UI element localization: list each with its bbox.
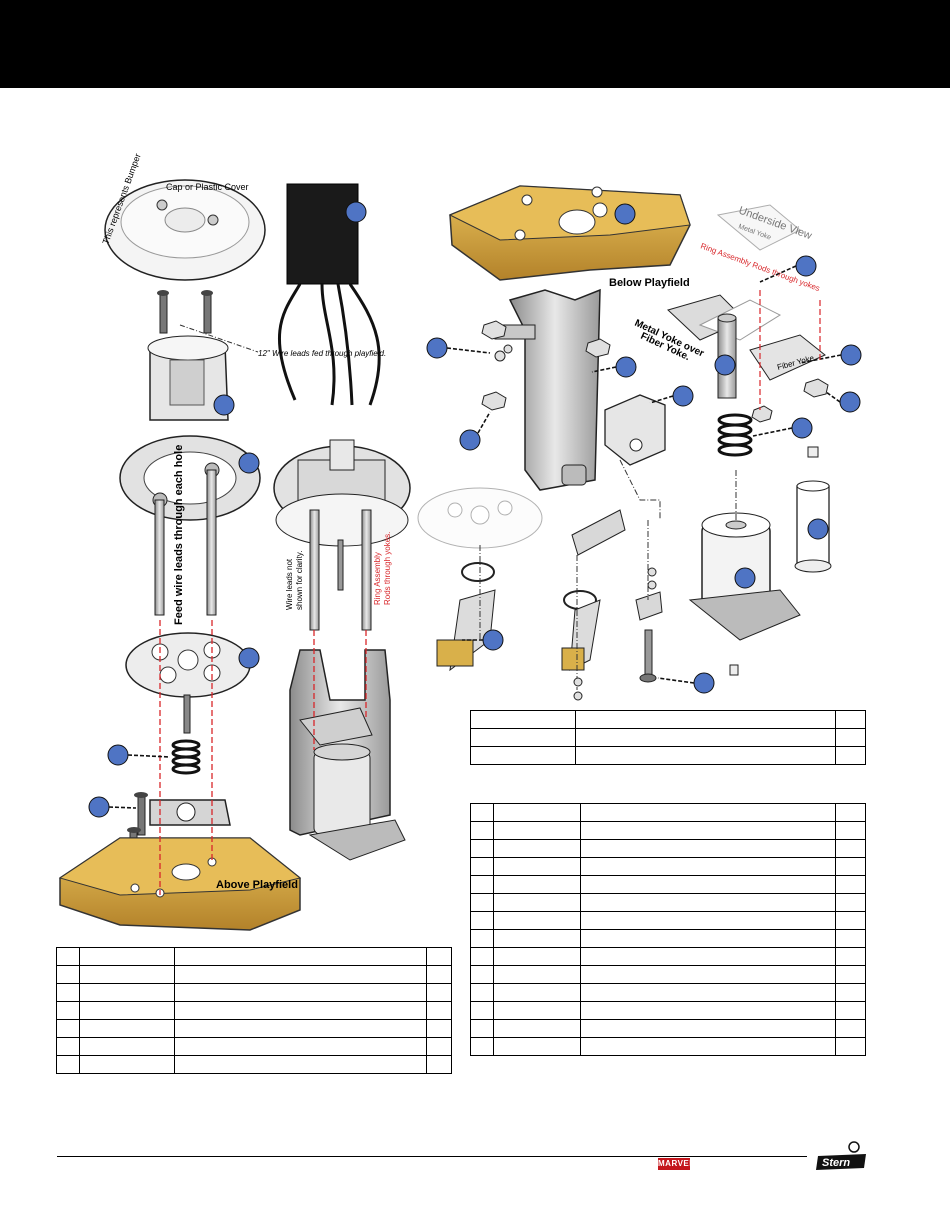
cap-note: Cap or Plastic Cover — [166, 182, 249, 192]
above-playfield-label: Above Playfield — [216, 879, 298, 891]
coil-bracket-illustration — [494, 288, 601, 491]
stern-logo-text: Stern — [822, 1157, 850, 1169]
parts-table-left — [56, 947, 452, 1074]
alignment-guides-left — [159, 620, 213, 895]
callout-bubble — [345, 201, 367, 223]
table-row — [470, 1037, 866, 1056]
callout-bubble — [807, 518, 829, 540]
callout-bubble — [238, 647, 260, 669]
footer-rule — [57, 1156, 807, 1157]
table-row — [470, 965, 866, 984]
ghost-disc-illustration — [417, 487, 543, 549]
coil-illustration — [688, 512, 801, 676]
table-row — [470, 728, 866, 747]
callout-bubble — [672, 385, 694, 407]
ring-rods-line2: Rods through yokes. — [383, 532, 392, 605]
callout-arrows-right — [446, 265, 842, 684]
parts-table-right-bottom — [470, 803, 866, 1056]
wire-leads-note: 12" Wire leads fed through playfield. — [258, 349, 386, 358]
link-pin-illustration — [635, 591, 663, 683]
bumper-ring-illustration — [119, 435, 261, 616]
callout-arrows-left — [108, 754, 171, 809]
playfield-below-illustration — [448, 185, 691, 281]
table-row — [470, 929, 866, 948]
below-playfield-label: Below Playfield — [609, 277, 690, 289]
hardware-nuts-right — [481, 320, 611, 411]
table-row — [470, 857, 866, 876]
plunger-nut — [751, 405, 773, 423]
callout-bubble — [693, 672, 715, 694]
callout-bubble — [734, 567, 756, 589]
callout-bubble — [88, 796, 110, 818]
callout-bubble — [482, 629, 504, 651]
table-row — [56, 1001, 452, 1020]
wire-not-shown-line2: shown for clarity. — [295, 551, 304, 610]
coil-sleeve-illustration — [794, 446, 832, 573]
table-row — [470, 983, 866, 1002]
switch-box-illustration — [278, 183, 381, 406]
table-row — [470, 1019, 866, 1038]
marvel-logo: MARVEL — [658, 1158, 695, 1170]
callout-bubble — [615, 356, 637, 378]
alignment-guides-middle — [313, 630, 367, 750]
callout-bubble — [238, 452, 260, 474]
table-row — [56, 965, 452, 984]
bumper-body-illustration — [147, 335, 229, 421]
table-row — [470, 710, 866, 729]
link-hardware — [573, 567, 657, 701]
table-row — [56, 1055, 452, 1074]
callout-bubble — [426, 337, 448, 359]
table-row — [470, 803, 866, 822]
table-row — [470, 1001, 866, 1020]
table-row — [56, 983, 452, 1002]
wire-not-shown-line1: Wire leads not — [285, 558, 294, 610]
fiber-yoke-bracket-illustration — [604, 394, 666, 466]
bumper-disc-illustration — [125, 632, 251, 734]
spring-illustration-right — [717, 413, 753, 457]
table-row — [470, 911, 866, 930]
callout-bubble — [791, 417, 813, 439]
stern-logo: Stern — [816, 1141, 866, 1170]
callout-bubble — [459, 429, 481, 451]
table-row — [470, 839, 866, 858]
header-bar — [0, 0, 950, 88]
playfield-above-illustration — [58, 837, 302, 931]
table-row — [470, 893, 866, 912]
callout-bubble — [213, 394, 235, 416]
bumper-cap-illustration — [104, 179, 266, 281]
callout-bubble — [795, 255, 817, 277]
callout-bubble — [107, 744, 129, 766]
parts-table-right-top — [470, 710, 866, 765]
spring-illustration-left — [171, 739, 201, 775]
table-row — [56, 947, 452, 966]
leader-line — [179, 324, 259, 353]
callout-bubble — [614, 203, 636, 225]
table-row — [470, 821, 866, 840]
link-assembly-left-illustration — [436, 562, 496, 672]
underside-yoke-illustration — [716, 204, 801, 251]
assembled-coil-illustration — [289, 649, 406, 861]
assembled-bumper-illustration — [273, 439, 411, 631]
screws-illustration — [157, 290, 213, 334]
callout-bubble — [840, 344, 862, 366]
table-row — [470, 875, 866, 894]
callout-bubble — [839, 391, 861, 413]
table-row — [56, 1019, 452, 1038]
alignment-guides-right — [759, 290, 821, 410]
table-row — [56, 1037, 452, 1056]
table-row — [470, 746, 866, 765]
link-assembly-middle-illustration — [561, 509, 626, 671]
callout-bubble — [714, 354, 736, 376]
ring-rods-line1: Ring Assembly — [373, 552, 382, 605]
feed-wire-note: Feed wire leads through each hole — [173, 445, 185, 625]
metal-yoke-illustration — [667, 294, 826, 381]
yoke-nut — [803, 378, 829, 398]
table-row — [470, 947, 866, 966]
